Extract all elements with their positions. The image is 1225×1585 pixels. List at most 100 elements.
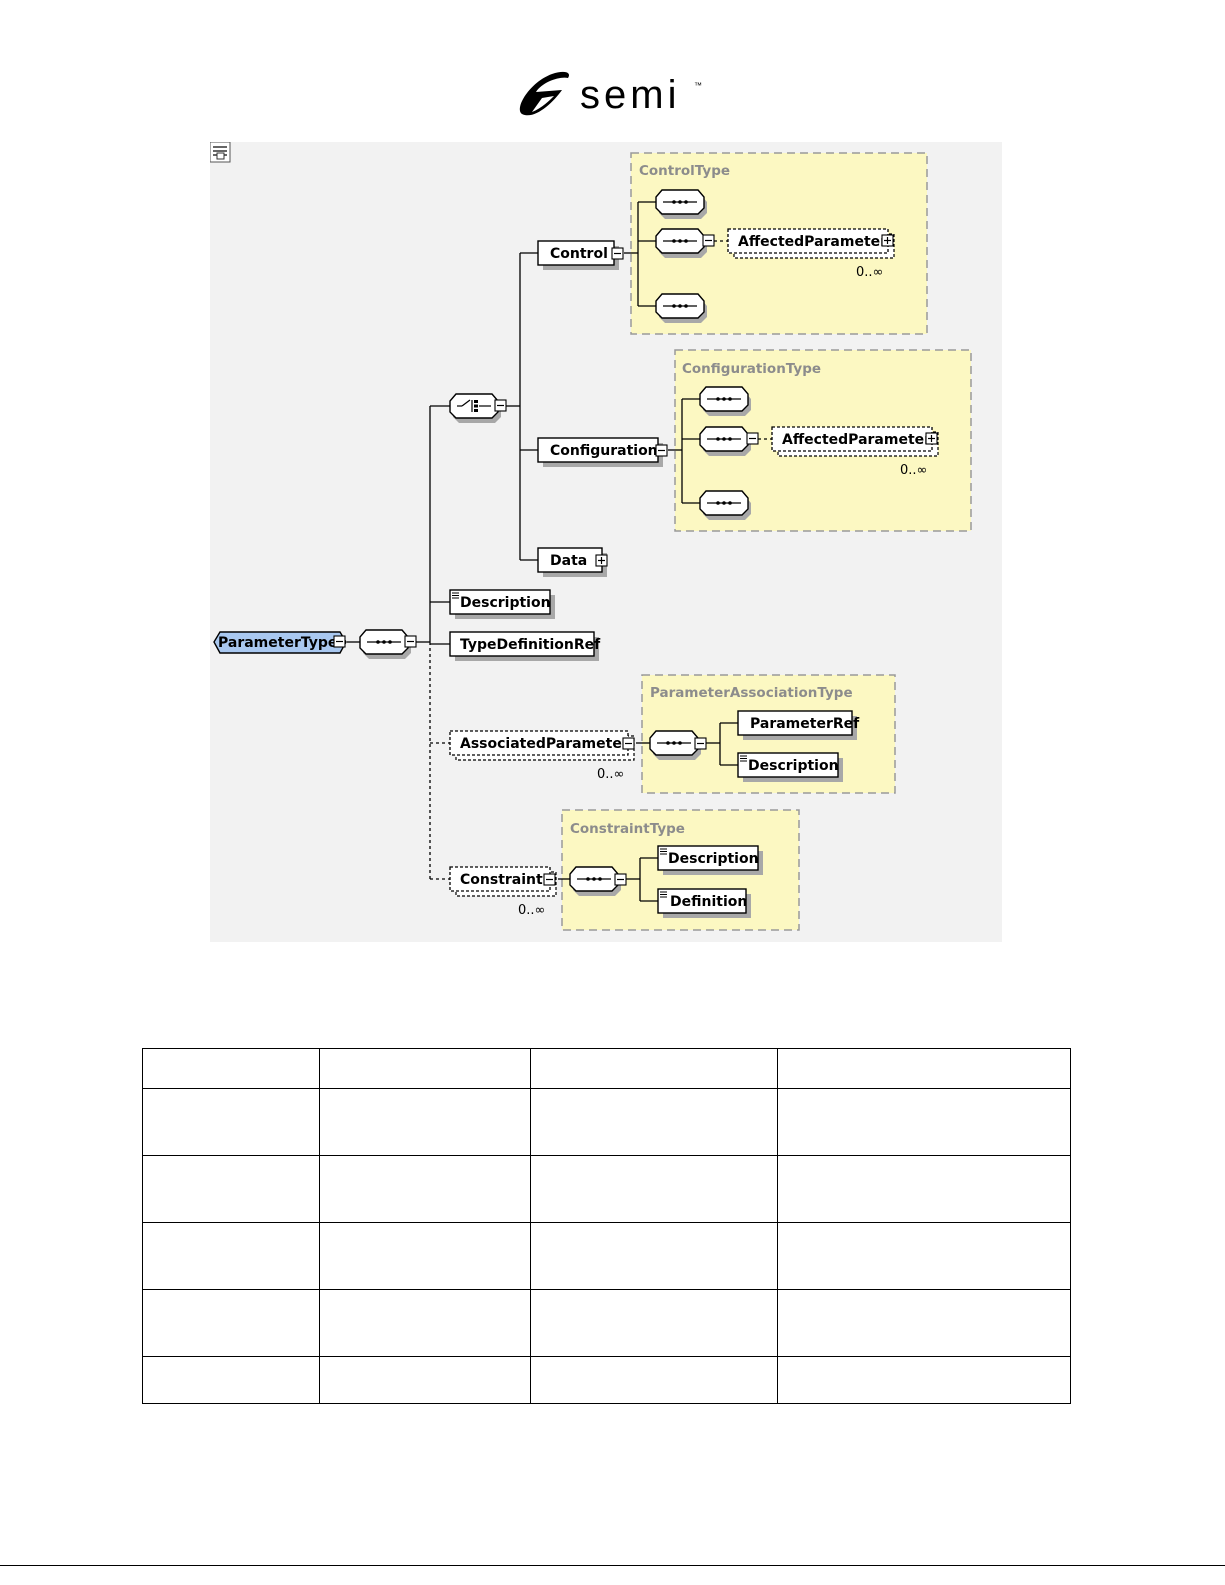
constraint-sequence[interactable] <box>569 866 627 896</box>
data-label: Data <box>550 553 587 569</box>
con-definition-label: Definition <box>670 894 747 910</box>
table-cell <box>142 1048 320 1089</box>
control-sequence-1[interactable] <box>655 189 707 219</box>
table-cell <box>142 1088 320 1156</box>
table-cell <box>777 1048 1071 1089</box>
collapse-icon[interactable] <box>622 737 635 750</box>
table-cell <box>530 1088 778 1156</box>
pa-parameterref-label: ParameterRef <box>750 716 860 732</box>
schema-diagram-canvas: ControlType ConfigurationType ParameterA… <box>210 142 972 931</box>
collapse-icon[interactable] <box>494 399 507 412</box>
table-cell <box>319 1356 531 1404</box>
table-cell <box>530 1289 778 1357</box>
configuration-sequence-2[interactable] <box>699 426 759 456</box>
description-label: Description <box>460 595 551 611</box>
configuration-affected-occurrence: 0..∞ <box>900 463 927 478</box>
table-row <box>142 1289 1071 1357</box>
configuration-sequence-1[interactable] <box>699 386 751 416</box>
associatedparameter-label: AssociatedParameter <box>460 736 629 752</box>
configuration-label: Configuration <box>550 443 658 459</box>
table-row <box>142 1088 1071 1156</box>
choice-compositor[interactable] <box>449 393 507 423</box>
table-row <box>142 1222 1071 1290</box>
collapse-icon[interactable] <box>543 873 556 886</box>
con-definition-element[interactable]: Definition <box>657 888 751 918</box>
control-sequence-2[interactable] <box>655 228 715 258</box>
table-row <box>142 1356 1071 1404</box>
configuration-affected-parameter-element[interactable]: AffectedParameter 0..∞ <box>771 426 939 478</box>
control-label: Control <box>550 246 608 262</box>
pa-description-element[interactable]: Description <box>737 752 843 782</box>
typedefinitionref-element[interactable]: TypeDefinitionRef <box>449 631 601 661</box>
constraint-occurrence: 0..∞ <box>518 903 545 918</box>
collapse-icon[interactable] <box>746 432 759 445</box>
collapse-icon[interactable] <box>611 247 624 260</box>
parameter-association-type-label: ParameterAssociationType <box>650 685 853 701</box>
description-element[interactable]: Description <box>449 589 555 619</box>
control-type-label: ControlType <box>639 163 730 179</box>
constraint-label: Constraint <box>460 872 543 888</box>
control-affected-parameter-label: AffectedParameter <box>738 234 887 250</box>
text-content-icon <box>740 755 747 762</box>
parametertype-label: ParameterType <box>218 635 337 651</box>
control-affected-occurrence: 0..∞ <box>856 265 883 280</box>
table-cell <box>319 1289 531 1357</box>
expand-icon[interactable] <box>925 432 938 445</box>
sequence-compositor[interactable] <box>359 629 417 659</box>
control-affected-parameter-element[interactable]: AffectedParameter 0..∞ <box>727 228 895 280</box>
configuration-sequence-3[interactable] <box>699 490 751 520</box>
table-row <box>142 1155 1071 1223</box>
text-content-icon <box>660 891 667 898</box>
parameter-association-sequence[interactable] <box>649 730 707 760</box>
typedefinitionref-label: TypeDefinitionRef <box>460 637 601 653</box>
attribute-table <box>142 1048 1071 1404</box>
table-cell <box>530 1356 778 1404</box>
expand-icon[interactable] <box>881 234 894 247</box>
table-cell <box>142 1222 320 1290</box>
text-content-icon <box>452 592 459 599</box>
table-row <box>142 1048 1071 1089</box>
semi-logo-trademark: ™ <box>694 81 702 90</box>
configuration-element[interactable]: Configuration <box>537 437 668 467</box>
collapse-icon[interactable] <box>694 737 707 750</box>
table-cell <box>777 1155 1071 1223</box>
attribute-table-grid <box>142 1048 1071 1404</box>
table-cell <box>777 1289 1071 1357</box>
semi-logo-mark <box>519 71 570 116</box>
semi-logo-text: semi <box>580 73 680 117</box>
control-element[interactable]: Control <box>537 240 624 270</box>
schema-diagram: ControlType ConfigurationType ParameterA… <box>210 142 1002 942</box>
expand-icon[interactable] <box>595 554 608 567</box>
table-cell <box>142 1356 320 1404</box>
collapse-icon[interactable] <box>655 444 668 457</box>
table-cell <box>142 1155 320 1223</box>
table-cell <box>319 1048 531 1089</box>
con-description-label: Description <box>668 851 759 867</box>
diagram-toolbar-icon[interactable] <box>210 142 231 163</box>
parametertype-node[interactable]: ParameterType <box>213 631 347 654</box>
table-cell <box>777 1088 1071 1156</box>
footer-rule <box>0 1565 1225 1566</box>
associatedparameter-occurrence: 0..∞ <box>597 767 624 782</box>
table-cell <box>142 1289 320 1357</box>
semi-logo: semi ™ <box>519 71 702 117</box>
table-cell <box>530 1048 778 1089</box>
text-content-icon <box>660 848 667 855</box>
table-cell <box>319 1088 531 1156</box>
table-cell <box>319 1222 531 1290</box>
table-cell <box>319 1155 531 1223</box>
con-description-element[interactable]: Description <box>657 845 763 875</box>
collapse-icon[interactable] <box>333 635 346 648</box>
collapse-icon[interactable] <box>404 635 417 648</box>
collapse-icon[interactable] <box>702 234 715 247</box>
collapse-icon[interactable] <box>614 873 627 886</box>
table-cell <box>530 1155 778 1223</box>
associatedparameter-element[interactable]: AssociatedParameter 0..∞ <box>449 730 635 782</box>
connector-lines <box>347 201 772 902</box>
pa-parameterref-element[interactable]: ParameterRef <box>737 710 860 740</box>
data-element[interactable]: Data <box>537 547 608 577</box>
control-sequence-3[interactable] <box>655 293 707 323</box>
configuration-type-label: ConfigurationType <box>682 361 821 377</box>
table-cell <box>777 1222 1071 1290</box>
constraint-element[interactable]: Constraint 0..∞ <box>449 866 557 918</box>
